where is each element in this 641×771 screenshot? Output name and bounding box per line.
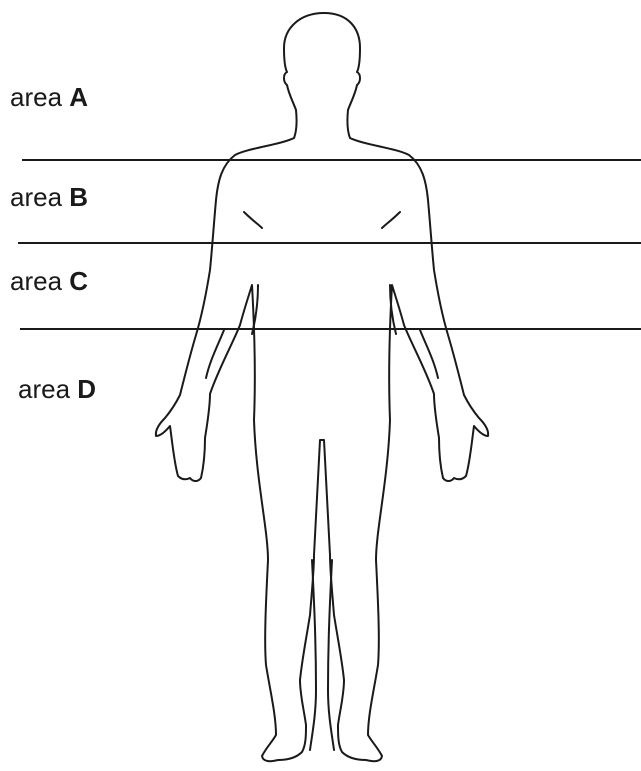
right-forearm-inner <box>420 330 438 378</box>
right-armpit-contour <box>382 212 400 228</box>
area-d-letter: D <box>77 374 96 404</box>
area-b-label: area B <box>10 184 88 210</box>
area-b-letter: B <box>69 182 88 212</box>
area-c-letter: C <box>69 266 88 296</box>
area-c-label: area C <box>10 268 88 294</box>
area-a-label: area A <box>10 84 88 110</box>
area-d-label: area D <box>18 376 96 402</box>
human-body-outline <box>156 13 488 761</box>
area-c-word: area <box>10 266 62 296</box>
left-forearm-inner <box>206 330 224 378</box>
left-armpit-contour <box>244 212 262 228</box>
right-calf-inner <box>328 560 334 750</box>
area-a-word: area <box>10 82 62 112</box>
area-b-word: area <box>10 182 62 212</box>
area-d-word: area <box>18 374 70 404</box>
area-a-letter: A <box>69 82 88 112</box>
left-calf-inner <box>310 560 316 750</box>
